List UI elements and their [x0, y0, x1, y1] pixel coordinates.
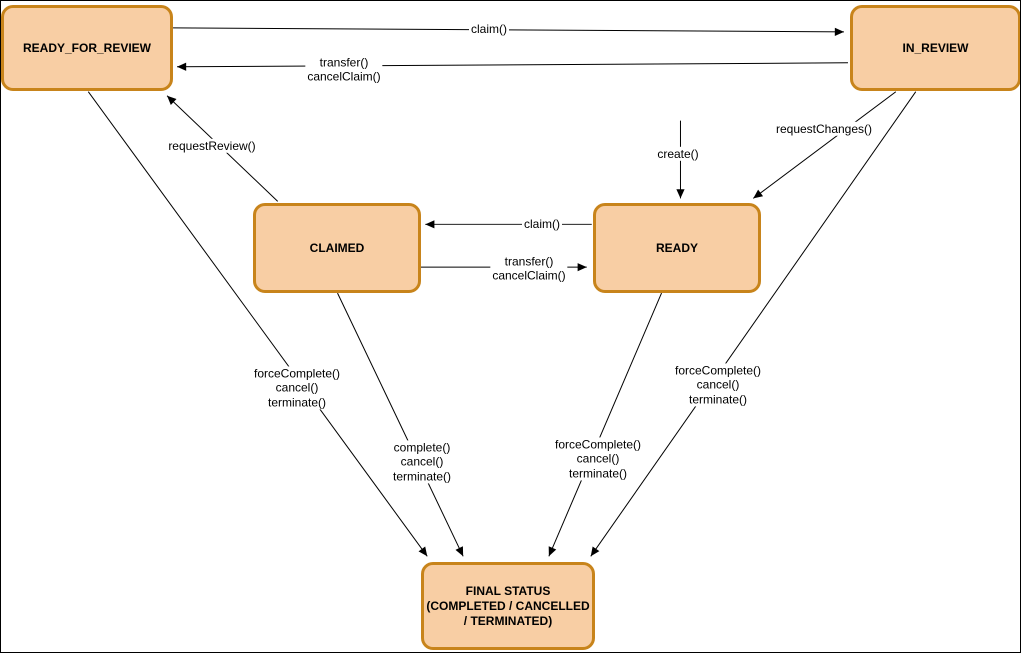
state-label: FINAL STATUS (COMPLETED / CANCELLED / TE… [426, 584, 589, 629]
edge-label-line: claim() [524, 216, 560, 231]
edge-label-line: complete() [393, 440, 451, 455]
state-label: READY_FOR_REVIEW [22, 40, 152, 55]
edge-label-line: terminate() [688, 392, 747, 407]
edge-label-line: terminate() [568, 466, 627, 481]
edge-label-line: requestChanges() [775, 121, 873, 136]
edge-label-line: forceComplete() [554, 437, 642, 452]
state-node-claimed: CLAIMED [253, 203, 421, 293]
edge-label-line: cancelClaim() [492, 269, 566, 283]
state-label: CLAIMED [309, 240, 365, 255]
edge-label-line: forceComplete() [253, 366, 341, 381]
edge-label-ready-to-final: forceComplete() cancel() terminate() [552, 437, 644, 481]
edge-label-transfer-to-ready-for-review: transfer() cancelClaim() [305, 55, 383, 85]
state-node-ready-for-review: READY_FOR_REVIEW [1, 5, 173, 91]
edge-label-in-review-to-final: forceComplete() cancel() terminate() [672, 363, 764, 407]
edge-label-line: cancelClaim() [307, 70, 381, 84]
edge-label-line: terminate() [267, 395, 326, 410]
edge-label-request-changes: requestChanges() [773, 121, 875, 137]
arrow-claimed-to-final [337, 292, 464, 557]
state-node-ready: READY [593, 203, 761, 293]
edge-label-line: create() [657, 146, 699, 161]
edge-label-transfer-to-ready: transfer() cancelClaim() [490, 254, 568, 284]
arrow-in-review-to-final [590, 91, 917, 557]
state-label-line: (COMPLETED / CANCELLED [426, 598, 590, 613]
state-label-line: / TERMINATED) [463, 613, 553, 628]
arrow-ready-for-review-to-final [87, 91, 428, 557]
edge-label-line: cancel() [400, 454, 444, 469]
edge-label-claim-to-claimed: claim() [522, 216, 562, 232]
arrow-ready-to-final [548, 292, 662, 557]
edge-label-create: create() [655, 146, 701, 162]
edge-label-line: claim() [471, 21, 507, 36]
edge-label-line: transfer() [319, 55, 369, 70]
edge-label-claim-to-in-review: claim() [469, 21, 509, 37]
edge-label-line: terminate() [392, 469, 452, 484]
state-node-in-review: IN_REVIEW [850, 5, 1020, 91]
edge-label-line: forceComplete() [674, 363, 762, 378]
edge-label-claimed-to-final: complete() cancel() terminate() [390, 440, 454, 484]
arrow-request-changes [752, 91, 897, 199]
state-label-line: FINAL STATUS [465, 583, 551, 598]
edge-label-line: cancel() [275, 380, 319, 395]
edge-label-line: transfer() [504, 254, 554, 269]
edge-label-ready-for-review-to-final: forceComplete() cancel() terminate() [251, 366, 343, 410]
state-node-final: FINAL STATUS (COMPLETED / CANCELLED / TE… [421, 562, 595, 650]
state-label: READY [655, 240, 698, 255]
edge-label-line: cancel() [696, 377, 740, 392]
edge-label-line: cancel() [576, 451, 620, 466]
edge-label-line: requestReview() [168, 138, 256, 153]
edge-label-request-review: requestReview() [166, 138, 258, 154]
arrow-transfer-to-ready-for-review [177, 62, 848, 71]
state-label: IN_REVIEW [902, 40, 969, 55]
